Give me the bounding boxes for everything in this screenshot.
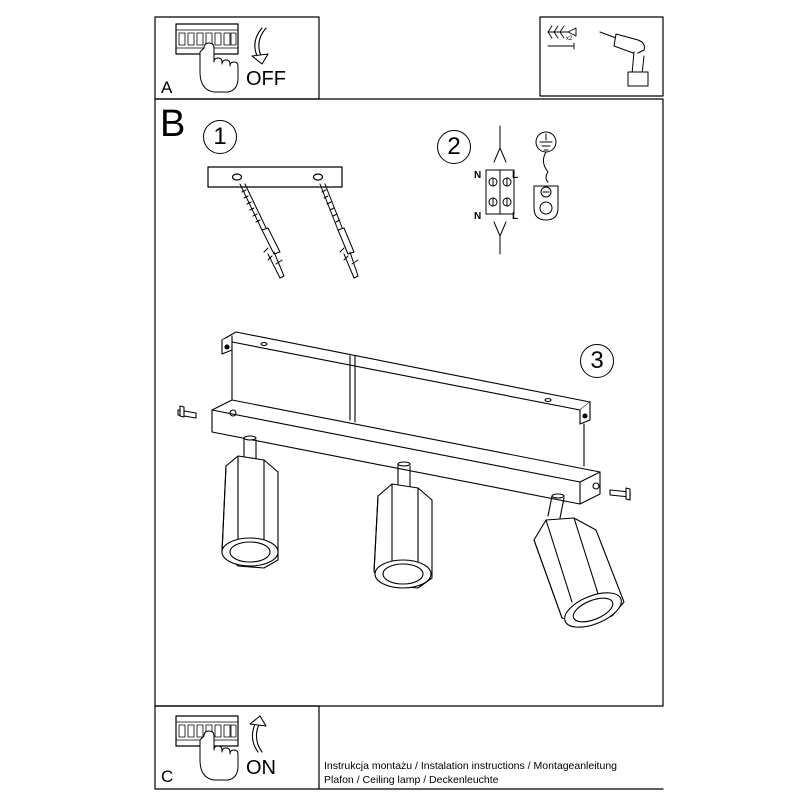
panel-b-frame — [154, 98, 664, 707]
screw-dowel-left — [239, 183, 285, 279]
step2-wiring — [485, 125, 559, 255]
side-screw-left — [177, 405, 197, 419]
rotate-arrow-icon — [251, 27, 269, 65]
ceiling-bracket — [221, 331, 591, 411]
spotlight-right — [533, 493, 625, 628]
step1-mounting — [207, 166, 359, 279]
panel-b-letter: B — [160, 103, 185, 145]
panel-a-off-label: OFF — [246, 68, 286, 90]
power-cable — [349, 355, 356, 423]
panel-c-letter: C — [161, 767, 173, 786]
drill-icon — [599, 31, 649, 87]
lamp-body — [211, 399, 601, 505]
dowel-count-label: x2 — [566, 36, 573, 42]
step-number-2: 2 — [437, 130, 471, 164]
rotate-arrow-icon — [249, 715, 267, 753]
step3-lamp-assembly — [177, 331, 631, 628]
ground-terminal — [533, 185, 559, 221]
panel-c-on-label: ON — [246, 757, 276, 779]
step-number-3: 3 — [580, 344, 614, 378]
footer-instructions-title: Instrukcja montażu / Instalation instruc… — [324, 760, 617, 772]
screw-dowel-right — [319, 183, 359, 279]
panel-tools-frame — [539, 16, 664, 97]
panel-a-letter: A — [161, 78, 173, 97]
mounting-bracket — [207, 166, 343, 188]
wire-label-l-top: L — [512, 170, 518, 181]
wire-label-l-bottom: L — [512, 211, 518, 222]
side-screw-right — [609, 487, 631, 501]
wire-label-n-top: N — [474, 170, 481, 181]
spotlight-left — [221, 435, 279, 569]
step-number-1: 1 — [203, 120, 237, 154]
spotlight-center — [373, 461, 433, 589]
screw-dowel-icon — [547, 25, 577, 50]
breaker-switch-icon — [175, 23, 239, 55]
footer-product-type: Plafon / Ceiling lamp / Deckenleuchte — [324, 774, 499, 786]
panel-c-frame — [154, 705, 320, 790]
hand-icon — [199, 730, 239, 781]
hand-icon — [199, 42, 239, 93]
wire-label-n-bottom: N — [474, 211, 481, 222]
